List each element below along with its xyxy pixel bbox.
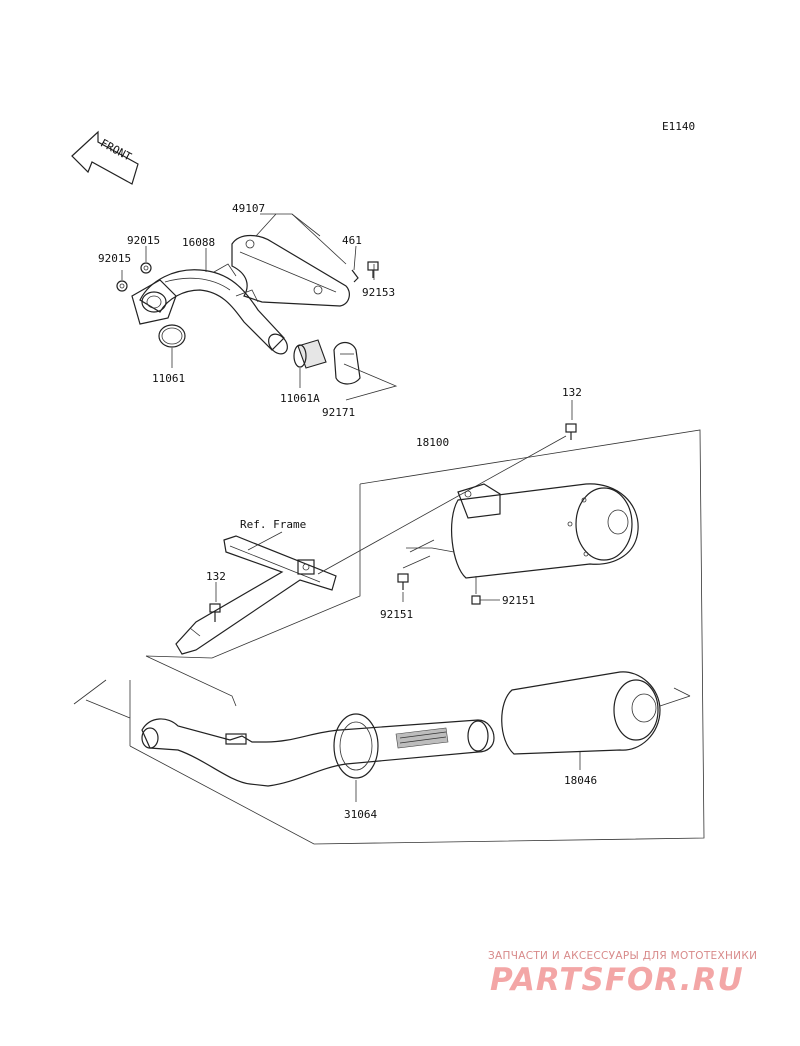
- label-92151-b: 92151: [502, 594, 535, 607]
- label-11061A: 11061A: [280, 392, 320, 405]
- diagram-code: E1140: [662, 120, 695, 133]
- outer-shell-18046: [501, 671, 661, 755]
- assembly-outline-main: [129, 429, 705, 845]
- label-31064: 31064: [344, 808, 377, 821]
- watermark-logo: PARTSFOR.RU: [490, 962, 744, 998]
- bolt-92151-a: [397, 573, 409, 590]
- leader-lines-upper: [121, 213, 398, 401]
- label-49107: 49107: [232, 202, 265, 215]
- label-16088: 16088: [182, 236, 215, 249]
- nut-92015-a: [116, 280, 128, 292]
- label-18046: 18046: [564, 774, 597, 787]
- perforated-section-icon: [395, 727, 449, 749]
- label-92153: 92153: [362, 286, 395, 299]
- sleeve-11061A: [293, 339, 327, 369]
- silencer-body: [451, 483, 639, 579]
- label-92015-a: 92015: [98, 252, 131, 265]
- assembly-outline-left: [145, 484, 361, 659]
- label-18100: 18100: [416, 436, 449, 449]
- label-ref-frame: Ref. Frame: [240, 518, 306, 531]
- bolt-132-top: [565, 423, 577, 440]
- label-461: 461: [342, 234, 362, 247]
- label-92151-a: 92151: [380, 608, 413, 621]
- label-92015-b: 92015: [127, 234, 160, 247]
- bolt-92151-b: [471, 595, 481, 605]
- nut-92015-b: [140, 262, 152, 274]
- bolt-92153: [367, 261, 379, 278]
- label-132-top: 132: [562, 386, 582, 399]
- clamp-92171: [333, 341, 361, 385]
- inner-pipe-31064: [141, 713, 495, 787]
- heat-guard-49107: [231, 234, 350, 307]
- label-132-left: 132: [206, 570, 226, 583]
- header-pipe-16088: [131, 269, 288, 355]
- label-11061: 11061: [152, 372, 185, 385]
- watermark-subtitle: ЗАПЧАСТИ И АКСЕССУАРЫ ДЛЯ МОТОТЕХНИКИ: [488, 950, 758, 962]
- bolt-132-frame: [209, 603, 221, 622]
- gasket-11061: [158, 324, 186, 348]
- clip-461: [351, 269, 359, 283]
- label-92171: 92171: [322, 406, 355, 419]
- front-arrow-icon: FRONT: [71, 130, 139, 185]
- frame-reference: [175, 535, 337, 655]
- front-arrow-label: FRONT: [98, 137, 134, 164]
